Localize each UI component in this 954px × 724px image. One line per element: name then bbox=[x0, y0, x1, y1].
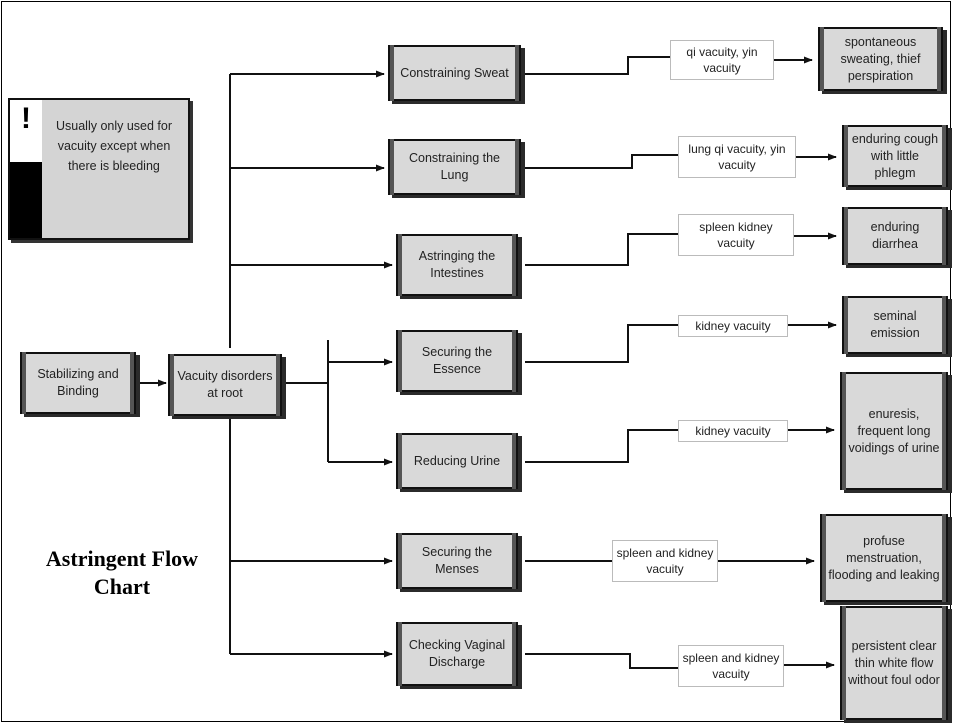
method-node: Astringing the Intestines bbox=[396, 234, 518, 296]
warning-note: ! Usually only used for vacuity except w… bbox=[8, 98, 190, 240]
cause-label: spleen and kidney vacuity bbox=[612, 540, 718, 582]
result-node: profuse menstruation, flooding and leaki… bbox=[820, 514, 948, 602]
exclamation-icon: ! bbox=[21, 102, 31, 135]
connector-b3-out bbox=[525, 324, 678, 363]
result-node: seminal emission bbox=[842, 296, 948, 354]
method-node: Constraining the Lung bbox=[388, 139, 521, 195]
result-node: enuresis, frequent long voidings of urin… bbox=[840, 372, 948, 490]
cause-label: lung qi vacuity, yin vacuity bbox=[678, 136, 796, 178]
connector-b2-out bbox=[525, 233, 678, 266]
connector-b6-out bbox=[525, 653, 678, 669]
method-node: Checking Vaginal Discharge bbox=[396, 622, 518, 686]
note-text: Usually only used for vacuity except whe… bbox=[55, 119, 173, 173]
result-node: enduring diarrhea bbox=[842, 207, 948, 265]
cause-label: spleen and kidney vacuity bbox=[678, 645, 784, 687]
result-node: persistent clear thin white flow without… bbox=[840, 606, 948, 720]
result-node: spontaneous sweating, thief perspiration bbox=[818, 27, 943, 91]
connector-hub-to-sub bbox=[286, 340, 329, 462]
connector-b4-out bbox=[525, 429, 678, 463]
cause-label: kidney vacuity bbox=[678, 315, 788, 337]
cause-label: qi vacuity, yin vacuity bbox=[670, 40, 774, 80]
root-node: Stabilizing and Binding bbox=[20, 352, 136, 414]
chart-title: Astringent Flow Chart bbox=[45, 546, 199, 599]
result-node: enduring cough with little phlegm bbox=[842, 125, 948, 187]
cause-label: kidney vacuity bbox=[678, 420, 788, 442]
connector-b1-out bbox=[525, 154, 678, 169]
hub-node: Vacuity disorders at root bbox=[168, 354, 282, 416]
cause-label: spleen kidney vacuity bbox=[678, 214, 794, 256]
method-node: Securing the Menses bbox=[396, 533, 518, 589]
method-node: Constraining Sweat bbox=[388, 45, 521, 101]
method-node: Reducing Urine bbox=[396, 433, 518, 489]
connector-b0-out bbox=[525, 56, 670, 75]
method-node: Securing the Essence bbox=[396, 330, 518, 392]
